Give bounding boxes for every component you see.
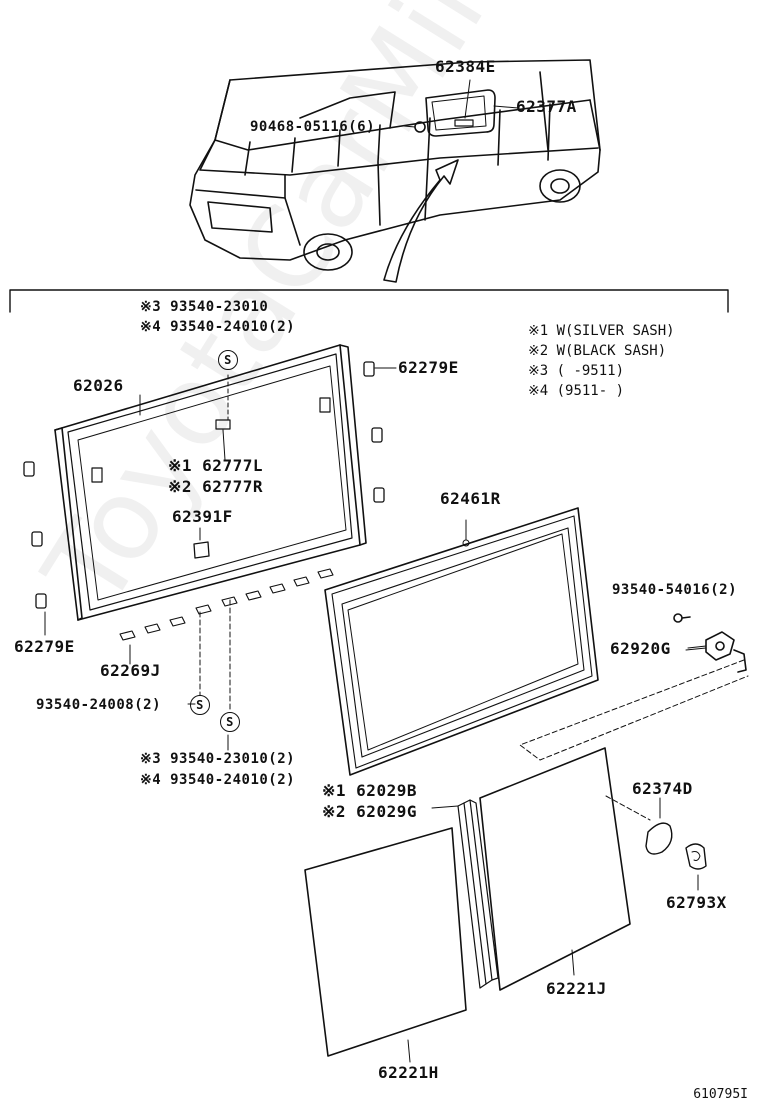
- clip-symbol-bot: S: [220, 712, 240, 732]
- label-62374D[interactable]: 62374D: [632, 779, 693, 798]
- van-illustration: [189, 59, 601, 283]
- label-93540-23010-bot[interactable]: ※3 93540-23010(2): [140, 751, 296, 767]
- label-62221H[interactable]: 62221H: [378, 1063, 439, 1082]
- label-62279E-top[interactable]: 62279E: [398, 358, 459, 377]
- label-62026[interactable]: 62026: [73, 376, 124, 395]
- label-93540-23010-top[interactable]: ※3 93540-23010: [140, 299, 269, 315]
- label-62221J[interactable]: 62221J: [546, 979, 607, 998]
- legend-note-1: ※1 W(SILVER SASH): [528, 323, 675, 339]
- label-62384E[interactable]: 62384E: [435, 57, 496, 76]
- label-62269J[interactable]: 62269J: [100, 661, 161, 680]
- label-93540-24008[interactable]: 93540-24008(2): [36, 697, 162, 713]
- pads-62269J: [119, 568, 334, 641]
- group-bracket: [9, 289, 729, 313]
- label-62793X[interactable]: 62793X: [666, 893, 727, 912]
- label-90468-05116[interactable]: 90468-05116(6): [250, 119, 376, 135]
- leader-lines: [44, 79, 707, 1063]
- label-93540-24010-bot[interactable]: ※4 93540-24010(2): [140, 772, 296, 788]
- label-62777L[interactable]: ※1 62777L: [168, 456, 263, 475]
- label-62920G[interactable]: 62920G: [610, 639, 671, 658]
- label-62029B[interactable]: ※1 62029B: [322, 781, 417, 800]
- glass-pane-62221J: [479, 747, 631, 991]
- label-62777R[interactable]: ※2 62777R: [168, 477, 263, 496]
- clip-blocks-62279E: [23, 361, 385, 609]
- label-93540-24010-top[interactable]: ※4 93540-24010(2): [140, 319, 296, 335]
- handle-62374D: [645, 822, 673, 855]
- label-62029G[interactable]: ※2 62029G: [322, 802, 417, 821]
- label-62377A[interactable]: 62377A: [516, 97, 577, 116]
- legend-note-2: ※2 W(BLACK SASH): [528, 343, 667, 359]
- latch-assembly: [673, 613, 747, 673]
- clip-symbol-top: S: [218, 350, 238, 370]
- label-62461R[interactable]: 62461R: [440, 489, 501, 508]
- clip-62391F: [193, 541, 210, 559]
- label-93540-54016[interactable]: 93540-54016(2): [612, 582, 738, 598]
- legend-note-4: ※4 (9511- ): [528, 383, 625, 399]
- label-62279E-left[interactable]: 62279E: [14, 637, 75, 656]
- diagram-id: 610795I: [693, 1087, 748, 1102]
- window-frame-62461R: [324, 507, 599, 776]
- channel-62029: [457, 799, 499, 989]
- window-frame-62026: [54, 344, 367, 621]
- clip-symbol-mid: S: [190, 695, 210, 715]
- legend-note-3: ※3 ( -9511): [528, 363, 625, 379]
- glass-pane-62221H: [304, 827, 467, 1057]
- label-62391F[interactable]: 62391F: [172, 507, 233, 526]
- cover-62793X: [685, 843, 707, 870]
